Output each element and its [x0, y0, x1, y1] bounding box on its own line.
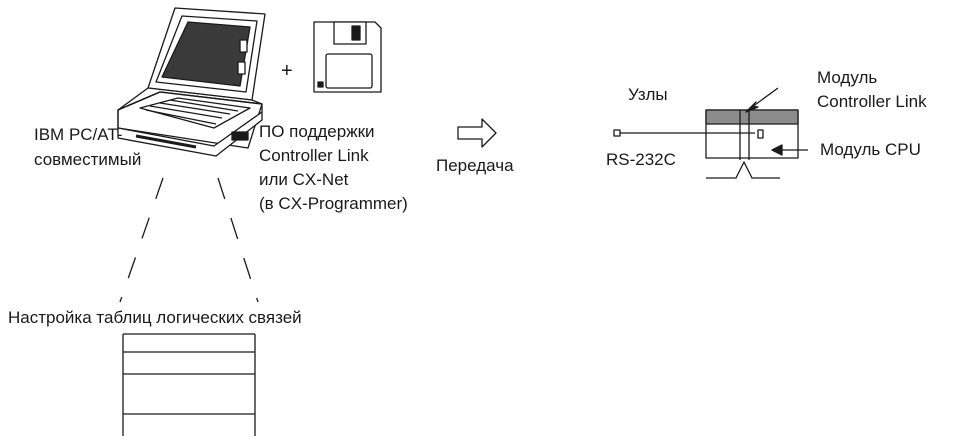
pc-label-line1: IBM PC/AT-	[34, 125, 123, 144]
software-label-line4: (в CX-Programmer)	[259, 194, 408, 213]
software-label-line3: или CX-Net	[259, 170, 349, 189]
pc-label-line2: совместимый	[34, 150, 142, 169]
controller-link-line2: Controller Link	[817, 92, 927, 111]
software-label-line1: ПО поддержки	[259, 122, 375, 141]
floppy-disk-icon	[313, 21, 382, 93]
transfer-arrow-icon	[457, 118, 497, 148]
dashed-connector	[119, 177, 259, 303]
nodes-label: Узлы	[628, 85, 668, 104]
transfer-label: Передача	[436, 156, 514, 175]
link-table	[122, 333, 256, 436]
plus-sign: +	[281, 60, 293, 82]
plc-unit	[705, 109, 799, 179]
laptop-icon	[117, 7, 266, 157]
rs232-port-icon	[613, 129, 621, 137]
cpu-module-label: Модуль CPU	[820, 140, 921, 159]
software-label-line2: Controller Link	[259, 146, 369, 165]
controller-link-pointer	[745, 87, 779, 113]
cpu-pointer	[771, 144, 808, 156]
table-caption: Настройка таблиц логических связей	[8, 308, 302, 327]
controller-link-line1: Модуль	[817, 68, 878, 87]
rs232-label: RS-232C	[606, 150, 676, 169]
